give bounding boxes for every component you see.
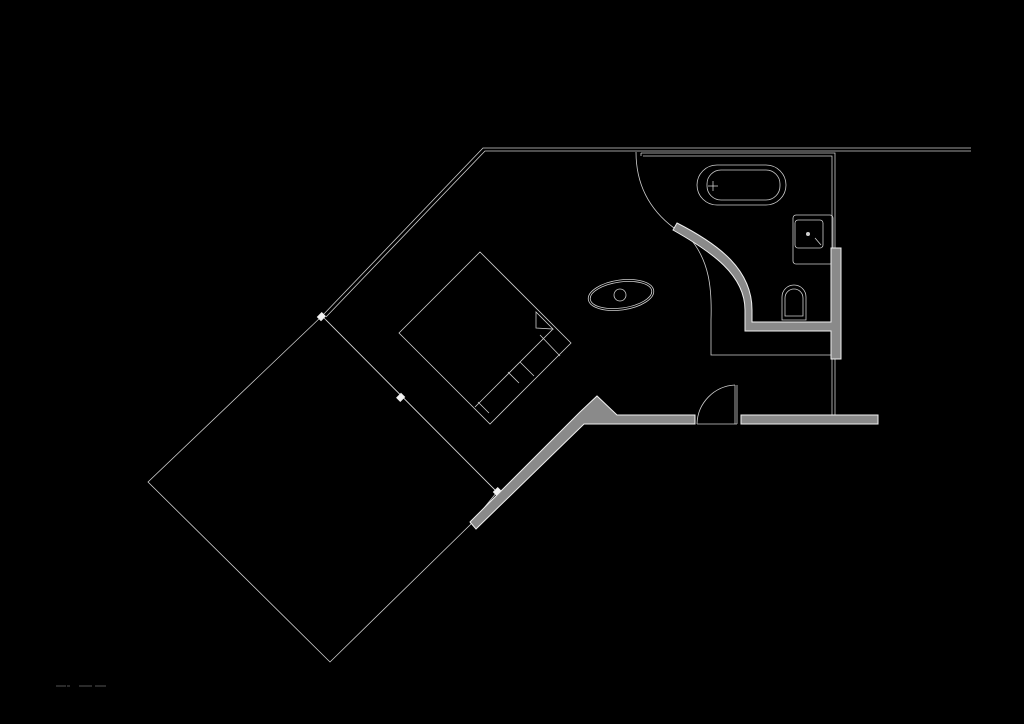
deck-post <box>396 392 406 402</box>
sink <box>792 214 834 265</box>
door[interactable] <box>696 384 738 425</box>
deck <box>147 312 502 663</box>
deck-post <box>492 487 502 497</box>
bathtub <box>696 164 787 206</box>
bathroom <box>635 151 836 415</box>
exterior-wall-lower <box>469 395 696 530</box>
curved-partition-wall <box>672 222 842 360</box>
bed <box>398 251 572 425</box>
exterior-wall <box>321 147 971 318</box>
toilet <box>781 284 807 321</box>
deck-post <box>316 312 326 322</box>
rug <box>587 279 655 311</box>
exterior-wall-right <box>740 414 879 425</box>
